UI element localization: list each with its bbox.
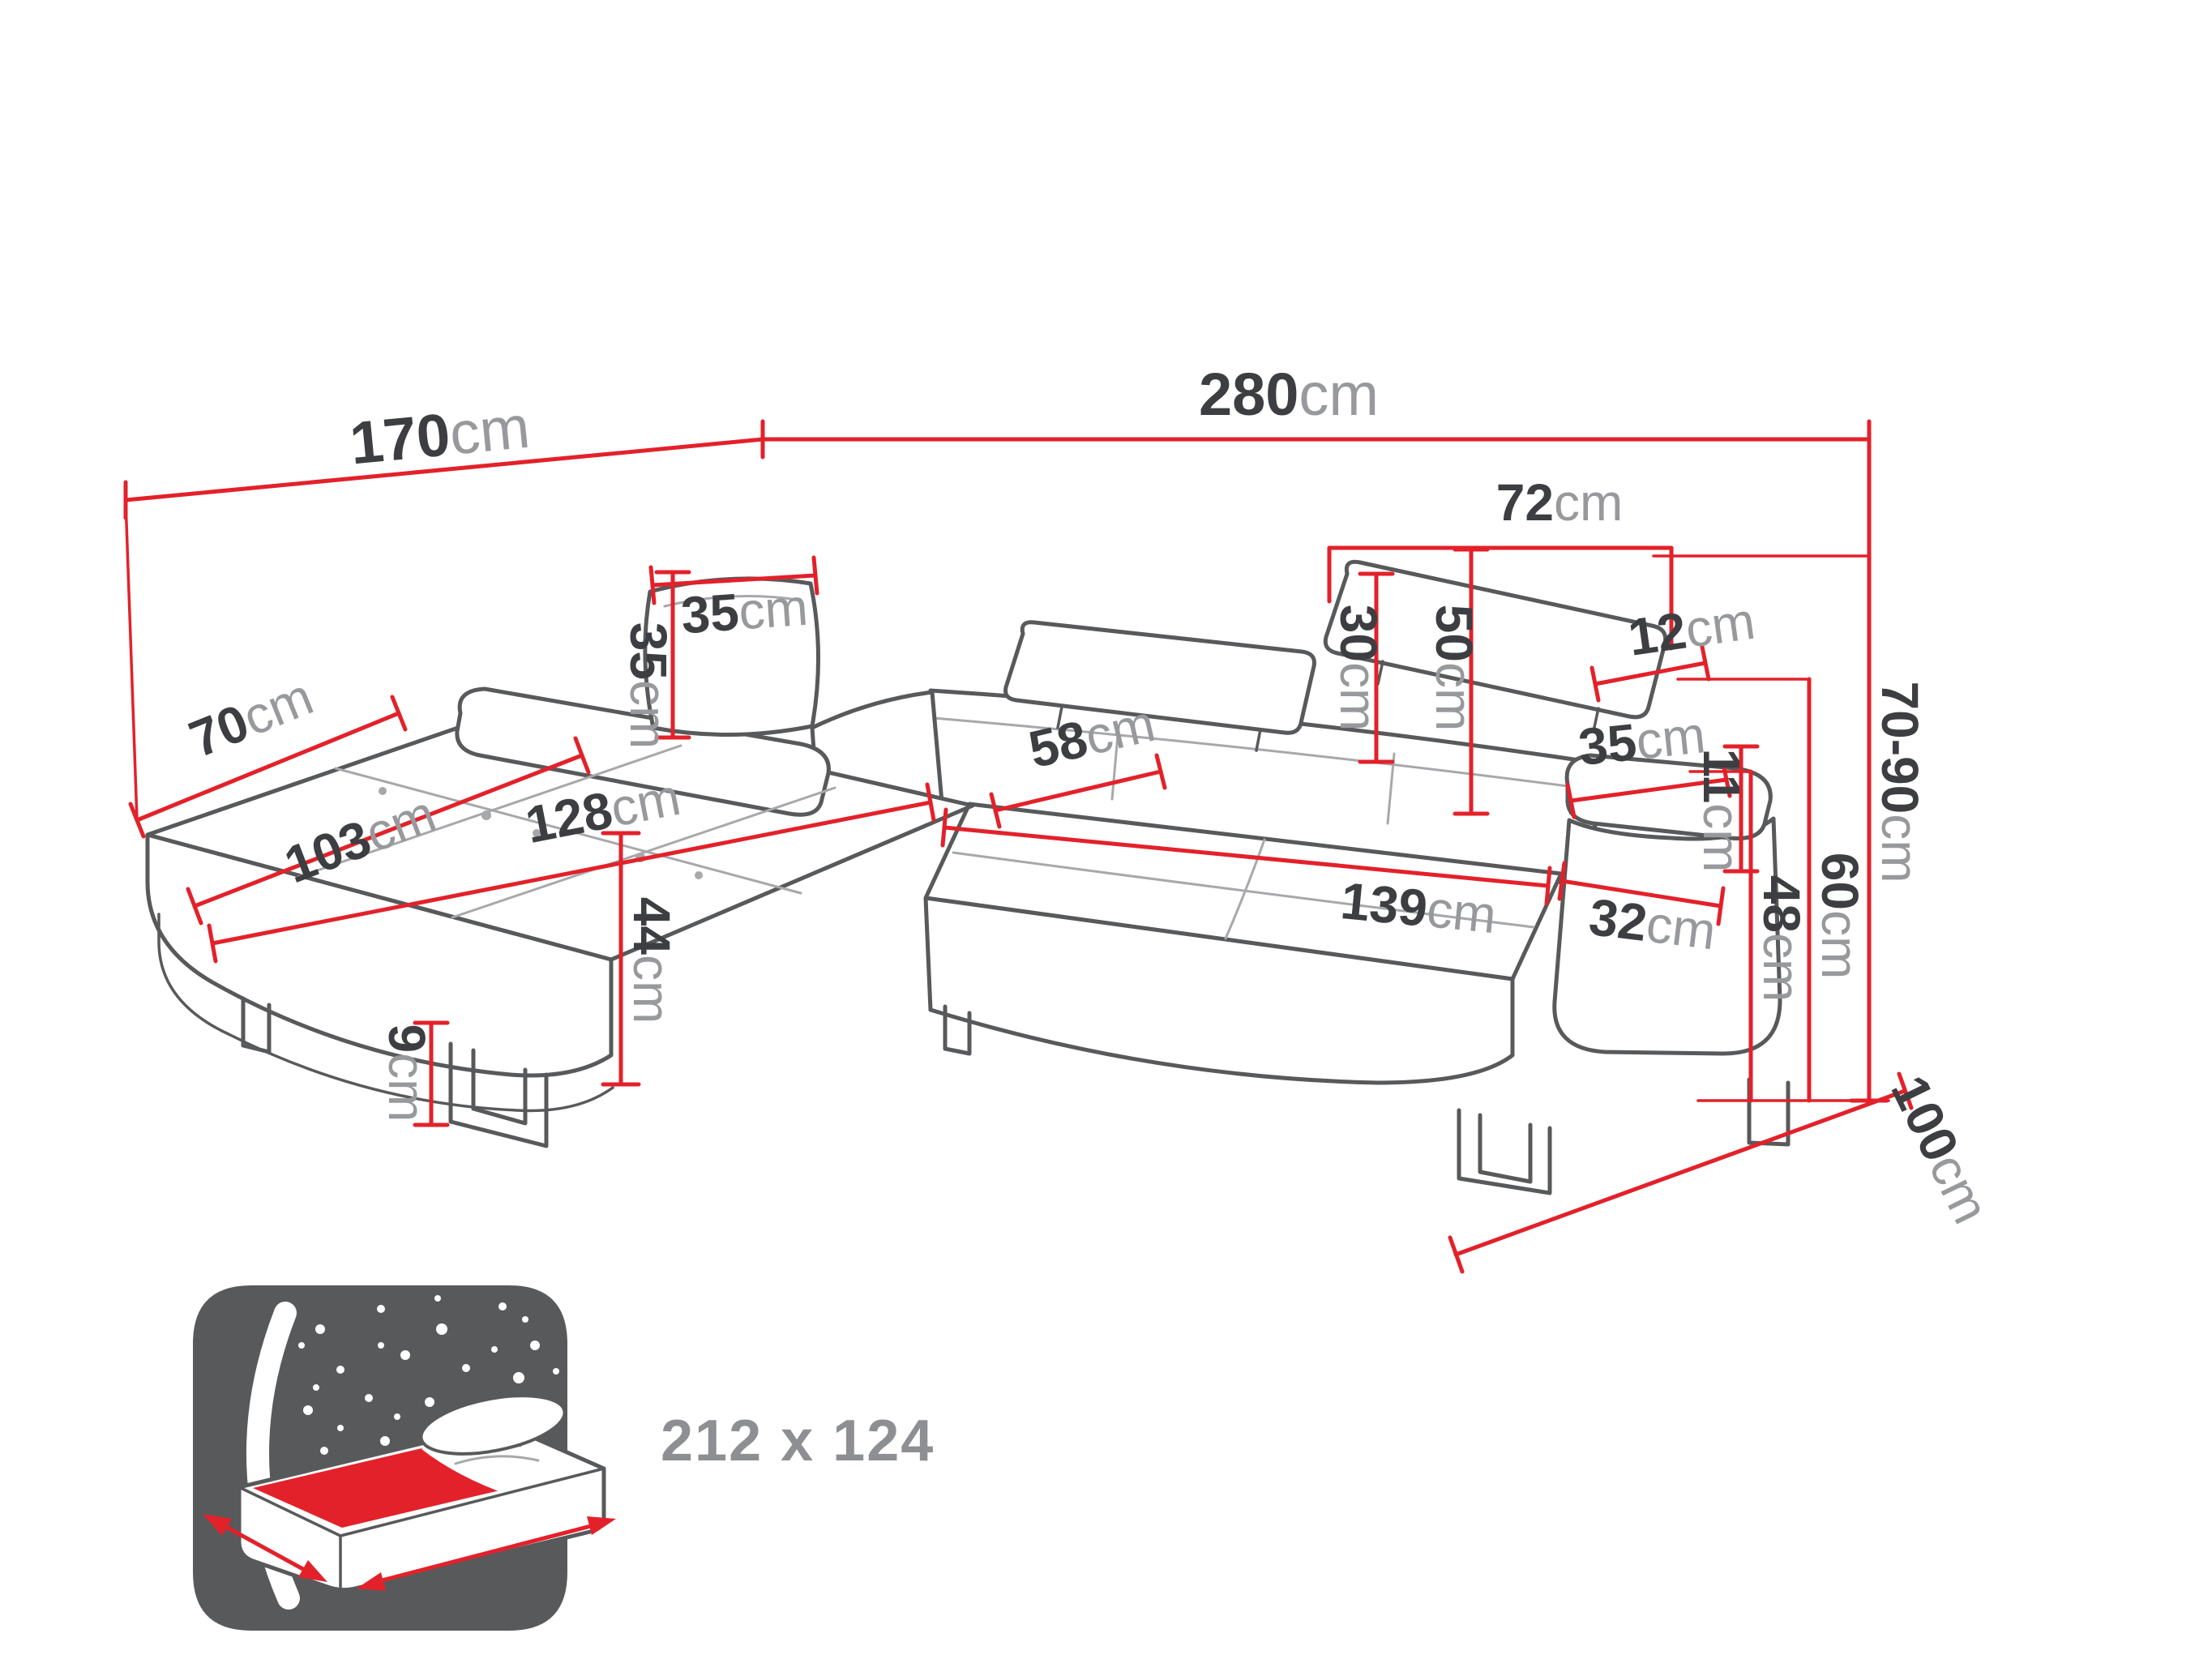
label-72: 72cm [1496, 473, 1624, 532]
label-280: 280cm [1199, 361, 1379, 428]
mattress-length-arrow [357, 1516, 616, 1591]
dim-72 [1327, 545, 1674, 651]
sleeping-area-label: 212 x 124 [661, 1409, 935, 1473]
label-60: 60cm [1811, 853, 1869, 980]
dim-9 [413, 1020, 450, 1127]
headrest-right [1323, 559, 1668, 720]
dimension-lines [123, 419, 1914, 1274]
dim-170 [123, 437, 765, 822]
dim-100 [1448, 1071, 1914, 1274]
armrest-right-pad [1564, 753, 1773, 841]
label-139: 139cm [1338, 871, 1499, 944]
sofa-legs [241, 996, 1791, 1195]
label-12: 12cm [1624, 592, 1758, 667]
label-32: 32cm [1586, 887, 1719, 961]
dim-arm-35 [1565, 761, 1732, 819]
dim-58 [989, 753, 1167, 829]
dim-70 [128, 695, 408, 839]
label-70-90: 70-90cm [1871, 682, 1929, 883]
dim-pillow-35w [648, 555, 819, 605]
label-9: 9cm [378, 1024, 436, 1122]
pillow-icon [419, 1394, 567, 1456]
dim-44 [601, 831, 641, 1087]
dim-32 [1557, 861, 1726, 926]
dim-50 [1453, 547, 1490, 816]
dim-12 [1589, 644, 1711, 703]
label-11: 11cm [1692, 749, 1751, 873]
dim-60 [1676, 677, 1812, 1103]
armrest-right-body [1552, 816, 1782, 1056]
label-arm-35: 35cm [1576, 705, 1708, 776]
dim-139 [940, 807, 1552, 906]
sofa-bed-icon: 212 x 124 [193, 1285, 935, 1631]
dim-48 [1688, 769, 1753, 1103]
label-30: 30cm [1329, 605, 1388, 732]
chaise-armrest [455, 686, 831, 817]
label-100: 100cm [1880, 1067, 2000, 1232]
label-58: 58cm [1024, 694, 1161, 779]
dim-103 [186, 736, 591, 926]
label-44: 44cm [623, 897, 681, 1024]
label-50: 50cm [1425, 605, 1483, 732]
seat-right-front [923, 896, 1515, 1085]
chaise-front [145, 832, 614, 1078]
dim-128 [207, 782, 936, 964]
dim-30 [1358, 571, 1395, 764]
label-48: 48cm [1752, 875, 1811, 1003]
dim-pillow-35h [654, 570, 691, 740]
label-170: 170cm [347, 393, 533, 477]
headrest-left [1003, 620, 1316, 735]
sofa-illustration [145, 559, 1791, 1195]
label-pillow-35w: 35cm [679, 578, 810, 645]
label-pillow-35h: 35cm [619, 622, 678, 750]
mattress-width-arrow [203, 1514, 327, 1582]
